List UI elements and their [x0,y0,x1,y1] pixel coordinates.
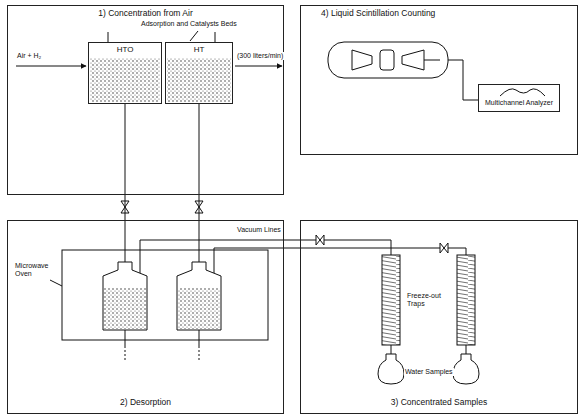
node-text: HT [166,45,232,54]
transfer-line [199,220,200,262]
freeze-out-trap [457,255,475,345]
photomultiplier [402,50,424,70]
bed-vessel: HT [165,42,233,104]
pipe-stub [108,32,109,42]
label-text: Air + H₂ [16,52,42,60]
panel: 1) Concentration from AirHTO HT [7,5,284,195]
sample-vial [380,50,394,70]
label-text: (300 liters/min) [236,52,284,60]
label-text: Microwave Oven [14,262,56,278]
catalyst-bed [167,58,231,102]
adsorbent-fill [178,288,220,329]
valve-symbol [316,235,324,245]
transfer-line [125,220,126,262]
outlet-arrow [235,66,282,67]
counter-housing [328,42,448,78]
microwave-oven [62,250,268,340]
signal-wire [424,60,440,61]
sample-flask [453,354,479,384]
transfer-line [199,104,200,220]
drain [199,350,200,362]
panel: 3) Concentrated Samples [300,220,578,414]
sample-flask [378,354,404,384]
label-text: Water Samples [404,368,454,376]
drain [125,350,126,362]
trap-outlet [466,345,467,354]
adsorption-bed [90,58,160,102]
analyzer-box: Multichannel Analyzer [478,84,560,112]
panel: 4) Liquid Scintillation CountingMulticha… [300,5,578,155]
node-text: 4) Liquid Scintillation Counting [321,9,577,19]
label-text: Freeze-out Traps [406,292,454,308]
panel: 2) Desorption [7,220,284,414]
label-text: Vacuum Lines [236,226,282,234]
label-text: Adsorption and Catalysts Beds [140,20,238,28]
leader-line [50,280,62,286]
signal-wire [448,60,478,100]
drain [125,330,126,348]
spectrum-icon [500,89,545,96]
leader-line [190,31,198,41]
vacuum-line [214,248,466,273]
freeze-out-trap [382,255,400,345]
photomultiplier [352,50,372,70]
inlet-arrow [16,66,86,67]
drain [199,330,200,348]
pipe-stub [215,32,216,42]
node-text: HTO [89,45,161,54]
transfer-line [125,104,126,220]
bed-vessel: HTO [88,42,162,104]
trap-outlet [391,345,392,354]
node-text: 2) Desorption [8,398,283,408]
node-text: 1) Concentration from Air [8,9,283,19]
vacuum-line [140,240,391,273]
node-text: Multichannel Analyzer [482,99,556,107]
adsorbent-fill [104,288,146,329]
valve-symbol [440,243,448,253]
node-text: 3) Concentrated Samples [301,398,577,408]
